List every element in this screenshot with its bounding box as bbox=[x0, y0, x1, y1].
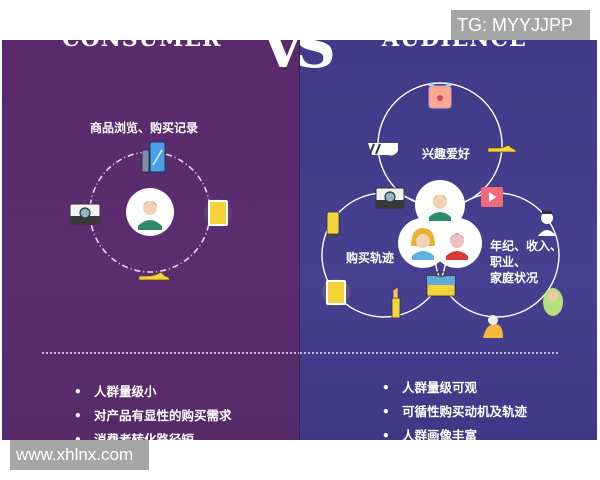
interests-label: 兴趣爱好 bbox=[422, 146, 470, 161]
right-diagram: 兴趣爱好 购买轨迹 bbox=[321, 82, 566, 338]
purchase-path-label: 购买轨迹 bbox=[346, 250, 394, 265]
audience-title: AUDIENCE bbox=[382, 40, 527, 52]
elder-icon bbox=[483, 315, 503, 338]
right-bullet: 人群画像丰富 bbox=[382, 424, 527, 440]
vr-goggles-icon bbox=[368, 143, 398, 156]
tablet-icon bbox=[322, 278, 350, 306]
camera-icon bbox=[69, 203, 101, 225]
right-bullet: 人群量级可观 bbox=[382, 376, 527, 400]
video-icon bbox=[481, 187, 503, 207]
left-dotted-divider bbox=[42, 352, 300, 354]
lotion-icon bbox=[326, 211, 340, 238]
left-bullet: 对产品有显性的购买需求 bbox=[74, 404, 232, 428]
watermark-bottom: www.xhlnx.com bbox=[10, 440, 149, 470]
shoe-icon bbox=[487, 144, 517, 153]
tablet-icon bbox=[204, 199, 232, 227]
doctor-icon bbox=[538, 211, 556, 236]
woman-icon bbox=[411, 228, 435, 260]
pig-toy-icon bbox=[428, 82, 452, 109]
left-diagram bbox=[69, 141, 232, 281]
consumer-panel: CONSUMER V 商品浏览、购买记录 bbox=[2, 40, 300, 440]
shoe-icon bbox=[138, 271, 170, 281]
phone-icon bbox=[141, 141, 166, 173]
person-icon bbox=[138, 201, 162, 230]
lipstick-icon bbox=[391, 286, 401, 319]
left-bullet-list: 人群量级小 对产品有显性的购买需求 消费者转化路径短 bbox=[74, 380, 232, 440]
audience-panel: S AUDIENCE bbox=[300, 40, 597, 440]
watermark-top: TG: MYYJJPP bbox=[451, 10, 590, 40]
demographics-label: 年纪、收入、 职业、 家庭状况 bbox=[490, 238, 566, 285]
man-icon bbox=[429, 195, 451, 221]
left-caption: 商品浏览、购买记录 bbox=[90, 121, 199, 135]
left-bullet: 消费者转化路径短 bbox=[74, 428, 232, 440]
left-bullet: 人群量级小 bbox=[74, 380, 232, 404]
camera-icon bbox=[375, 187, 405, 209]
consumer-title: CONSUMER bbox=[62, 40, 221, 52]
boy-icon bbox=[446, 233, 468, 260]
right-dotted-divider bbox=[300, 352, 558, 354]
baby-icon bbox=[543, 288, 563, 316]
right-bullet: 可循性购买动机及轨迹 bbox=[382, 400, 527, 424]
briefcase-icon bbox=[426, 271, 456, 297]
vs-letter-v: V bbox=[260, 40, 300, 81]
vs-letter-s: S bbox=[300, 40, 336, 81]
right-bullet-list: 人群量级可观 可循性购买动机及轨迹 人群画像丰富 bbox=[382, 376, 527, 440]
